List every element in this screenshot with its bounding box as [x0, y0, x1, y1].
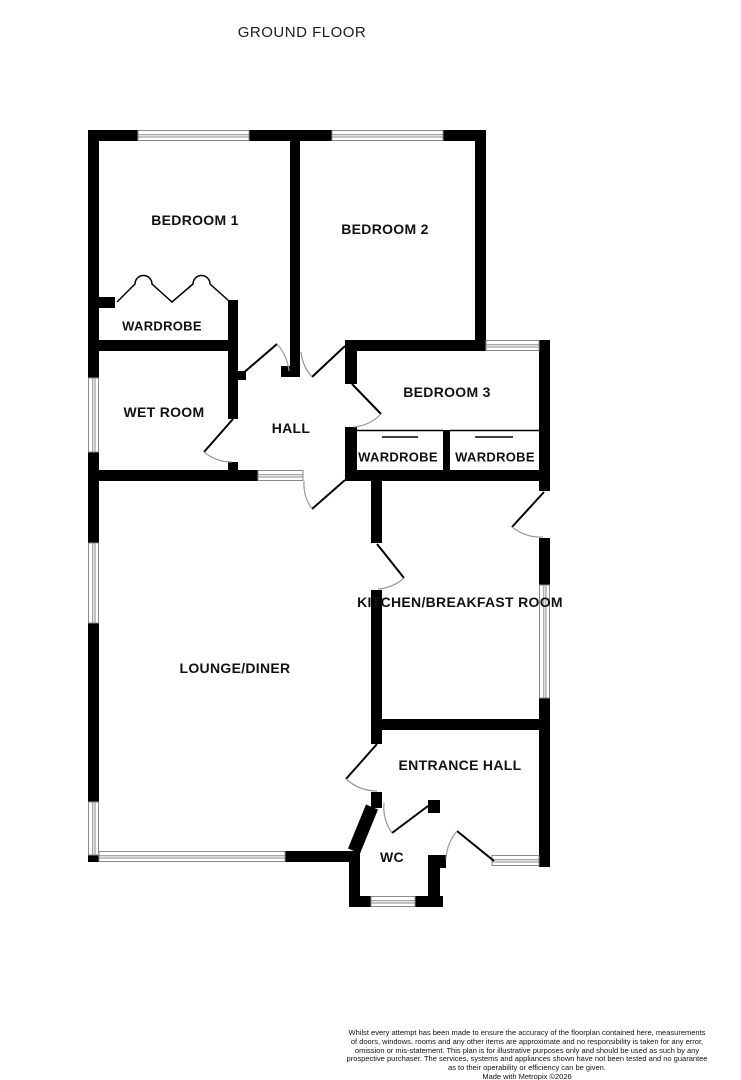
wall-segment	[440, 855, 446, 868]
window	[88, 801, 99, 856]
wall-segment	[539, 698, 550, 867]
wall-segment	[428, 800, 440, 813]
wall-segment	[238, 371, 246, 380]
wall-segment	[349, 896, 371, 907]
room-label-wardrobe-bedroom-1: WARDROBE	[122, 319, 202, 334]
wall-segment	[88, 130, 138, 141]
wardrobe-zigzag-symbol	[116, 274, 230, 303]
room-label-hall: HALL	[272, 420, 311, 436]
door-front-entrance	[445, 830, 495, 862]
wall-segment	[371, 590, 382, 744]
wall-segment	[415, 896, 443, 907]
room-label-entrance-hall: ENTRANCE HALL	[399, 757, 522, 773]
door-wc	[383, 802, 429, 834]
wall-segment	[428, 855, 440, 896]
window	[331, 130, 444, 141]
door-entrance-hall-inner	[345, 743, 378, 792]
wall-segment	[88, 452, 99, 543]
wall-segment	[371, 792, 382, 808]
disclaimer-line: prospective purchaser. The services, sys…	[346, 1054, 708, 1064]
door-bedroom-3	[351, 383, 382, 428]
disclaimer-line: Whilst every attempt has been made to en…	[348, 1028, 706, 1037]
wall-segment	[345, 470, 550, 481]
wall-segment	[443, 430, 450, 471]
window	[370, 896, 416, 907]
window	[137, 130, 250, 141]
door-kitchen-back	[511, 491, 545, 538]
room-label-bedroom-3: BEDROOM 3	[403, 384, 491, 400]
wall-segment	[88, 141, 99, 378]
wall-segment	[371, 719, 549, 730]
doors	[203, 343, 545, 862]
door-lounge	[303, 479, 346, 510]
room-label-bedroom-2: BEDROOM 2	[341, 221, 429, 237]
wall-segment	[539, 340, 550, 491]
window	[539, 584, 550, 699]
window	[98, 851, 286, 862]
wall-segment	[88, 623, 99, 802]
room-label-lounge: LOUNGE/DINER	[180, 660, 291, 676]
window	[257, 470, 304, 481]
door-kitchen	[376, 543, 405, 590]
wall-diagonal	[347, 804, 379, 854]
wardrobe-symbols	[116, 274, 539, 438]
wall-segment	[371, 481, 382, 543]
window	[88, 542, 99, 624]
window	[491, 855, 540, 866]
wall-segment	[88, 855, 99, 862]
wall-segment	[281, 366, 300, 377]
floor-title: GROUND FLOOR	[237, 24, 367, 41]
metropix-credit: Made with Metropix ©2026	[482, 1071, 572, 1080]
disclaimer-text: Whilst every attempt has been made to en…	[346, 1028, 708, 1080]
wall-segment	[249, 130, 332, 141]
wall-segment	[443, 130, 486, 141]
wall-segment	[290, 141, 300, 377]
wall-segment	[228, 300, 238, 419]
window	[88, 377, 99, 453]
wall-segment	[345, 340, 357, 384]
room-label-wc: WC	[380, 849, 404, 865]
wall-segment	[345, 427, 357, 481]
door-wet-room	[203, 418, 234, 463]
wall-segment	[475, 141, 486, 351]
window	[485, 340, 540, 351]
wall-segment	[285, 851, 349, 862]
wall-segment	[539, 538, 550, 585]
wall-segment	[349, 851, 360, 896]
wall-segment	[88, 340, 238, 351]
wall-segment	[345, 340, 486, 351]
windows	[88, 130, 550, 907]
wall-segment	[88, 470, 258, 481]
room-label-wardrobe-left: WARDROBE	[358, 450, 438, 465]
room-label-wet-room: WET ROOM	[124, 404, 205, 420]
door-bedroom-2	[300, 345, 346, 378]
disclaimer-line: as to their operability or efficiency ca…	[448, 1063, 606, 1073]
room-labels: BEDROOM 1 BEDROOM 2 WARDROBE WET ROOM HA…	[122, 212, 563, 865]
disclaimer-line: of doors, windows, rooms and any other i…	[350, 1036, 704, 1046]
walls	[88, 130, 550, 907]
room-label-wardrobe-right: WARDROBE	[455, 450, 535, 465]
wall-segment	[99, 297, 115, 308]
room-label-bedroom-1: BEDROOM 1	[151, 212, 239, 228]
door-bedroom-1	[240, 343, 290, 376]
disclaimer-line: omission or mis-statement. This plan is …	[354, 1045, 700, 1055]
room-label-kitchen: KITCHEN/BREAKFAST ROOM	[357, 594, 563, 610]
